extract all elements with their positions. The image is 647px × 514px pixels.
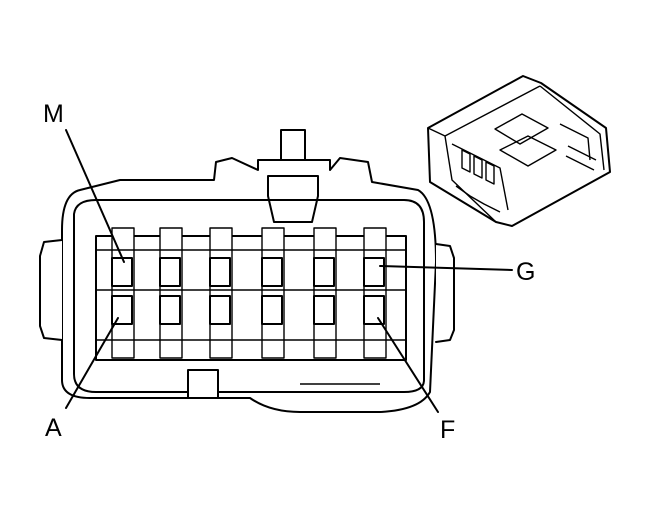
label-f: F	[440, 416, 455, 444]
leader-a	[65, 317, 119, 409]
label-a: A	[45, 414, 62, 442]
terminal-cavities	[111, 227, 387, 359]
leader-m	[65, 129, 125, 263]
label-m: M	[43, 100, 64, 128]
leader-g	[379, 265, 513, 271]
leader-lines	[65, 129, 513, 413]
connector-face-view	[39, 129, 455, 413]
connector-end-view	[427, 75, 611, 227]
leader-f	[377, 317, 439, 413]
label-g: G	[516, 258, 535, 286]
